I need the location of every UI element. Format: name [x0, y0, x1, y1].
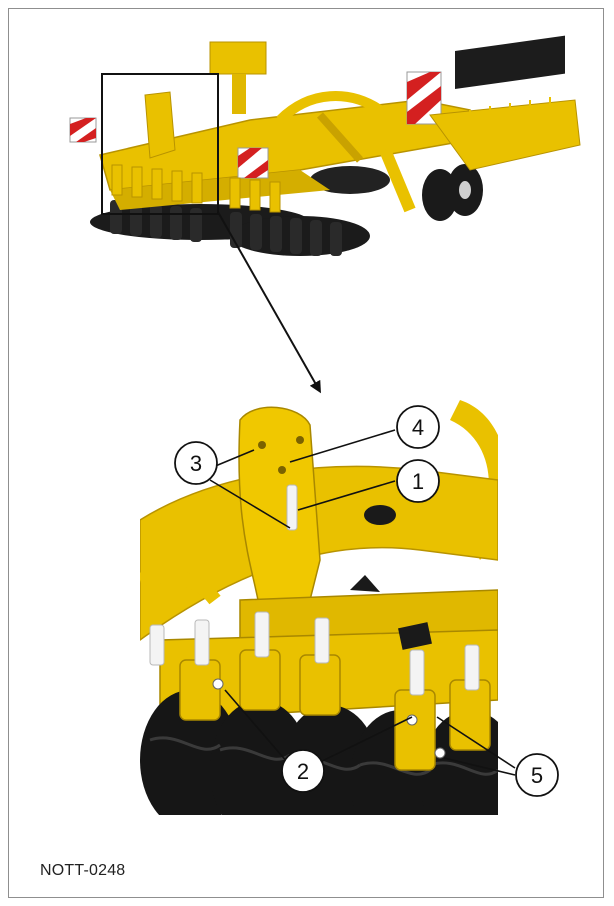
callout-4-label: 4 [412, 415, 424, 440]
callout-2: 2 [282, 750, 324, 792]
overview-machine-image [70, 36, 580, 256]
callout-5: 5 [516, 754, 558, 796]
callout-1-label: 1 [412, 469, 424, 494]
figure-id: NOTT-0248 [40, 862, 125, 880]
callout-4: 4 [397, 406, 439, 448]
callout-5-label: 5 [531, 763, 543, 788]
callout-3: 3 [175, 442, 217, 484]
callout-3-label: 3 [190, 451, 202, 476]
callout-2-label: 2 [297, 759, 309, 784]
callout-1: 1 [397, 460, 439, 502]
